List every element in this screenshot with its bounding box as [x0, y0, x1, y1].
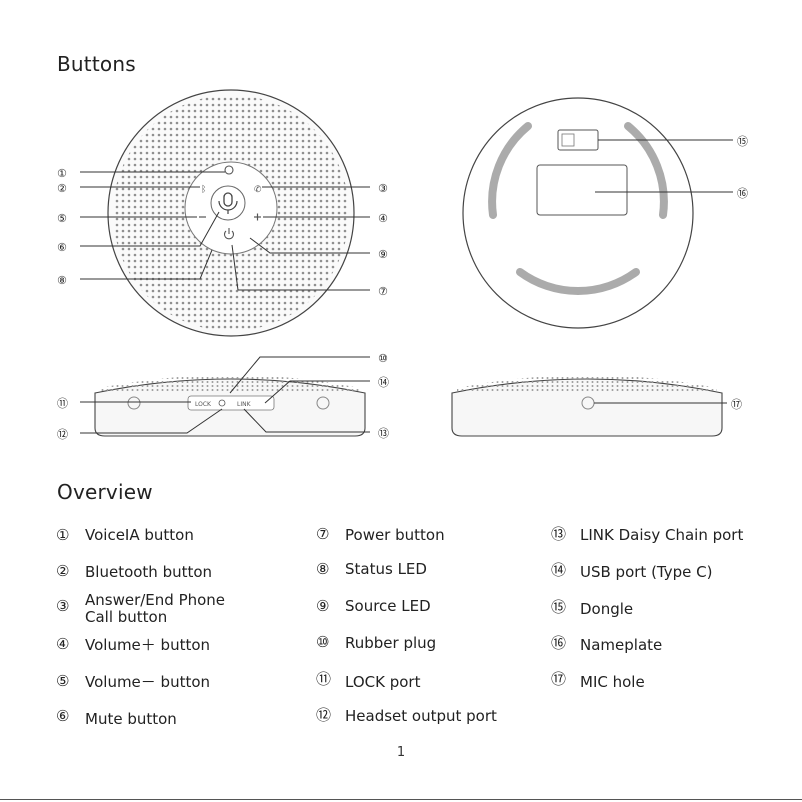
- mute-mic-icon: [218, 192, 238, 214]
- callout-17: ⑰: [731, 398, 742, 411]
- callout-3: ③: [378, 182, 388, 195]
- overview-number: ⑰: [551, 670, 567, 688]
- speaker-side-view-ports: LOCK LINK: [80, 356, 370, 437]
- overview-number: ⑯: [551, 634, 567, 652]
- overview-label: Source LED: [345, 597, 431, 615]
- dongle: [557, 129, 599, 151]
- callout-numbers: ① ② ③ ④ ⑤ ⑥ ⑦ ⑧ ⑨ ⑩ ⑪ ⑫ ⑬ ⑭ ⑮ ⑯ ⑰: [57, 135, 748, 441]
- callout-6: ⑥: [57, 241, 67, 254]
- overview-label: VoiceIA button: [85, 526, 194, 544]
- volume-plus-icon: [254, 213, 261, 221]
- voicela-icon: [224, 165, 234, 175]
- buttons-heading: Buttons: [57, 52, 136, 76]
- overview-number: ⑮: [551, 598, 567, 616]
- callout-11: ⑪: [57, 397, 68, 410]
- link-port-label: LINK: [237, 401, 252, 408]
- overview-label: LOCK port: [345, 673, 421, 691]
- overview-number: ⑬: [551, 525, 567, 543]
- callout-4: ④: [378, 212, 388, 225]
- overview-label: Status LED: [345, 560, 427, 578]
- overview-number: ⑫: [316, 706, 332, 724]
- callout-7: ⑦: [378, 285, 388, 298]
- speaker-bottom-view: [462, 97, 733, 329]
- speaker-side-view-mic: [451, 375, 727, 437]
- overview-number: ⑥: [56, 707, 70, 725]
- overview-label: Mute button: [85, 710, 177, 728]
- overview-number: ②: [56, 562, 70, 580]
- overview-label: Headset output port: [345, 707, 497, 725]
- overview-number: ⑪: [316, 670, 332, 688]
- overview-label: Volume－ button: [85, 673, 211, 691]
- device-diagram: ᛒ ✆: [57, 89, 748, 441]
- callout-9: ⑨: [378, 248, 388, 261]
- callout-8: ⑧: [57, 274, 67, 287]
- lock-port-label: LOCK: [195, 401, 212, 408]
- overview-label: Rubber plug: [345, 634, 437, 652]
- overview-label: Power button: [345, 526, 445, 544]
- callout-2: ②: [57, 182, 67, 195]
- bluetooth-icon: ᛒ: [201, 184, 206, 195]
- callout-12: ⑫: [57, 428, 68, 441]
- overview-label: Volume＋ button: [85, 636, 211, 654]
- overview-number: ⑤: [56, 672, 70, 690]
- overview-label: Bluetooth button: [85, 563, 213, 581]
- overview-heading: Overview: [57, 480, 153, 504]
- overview-number: ⑨: [316, 597, 330, 615]
- overview-number: ⑧: [316, 560, 330, 578]
- overview-label: MIC hole: [580, 673, 645, 691]
- callout-13: ⑬: [378, 427, 389, 440]
- overview-number: ④: [56, 635, 70, 653]
- callout-5: ⑤: [57, 212, 67, 225]
- overview-number: ⑩: [316, 633, 330, 651]
- bottom-divider: [0, 799, 802, 800]
- overview-number: ①: [56, 526, 70, 544]
- callout-10: ⑩: [378, 352, 388, 365]
- overview-label: Nameplate: [580, 636, 663, 654]
- overview-number: ⑦: [316, 525, 330, 543]
- callout-16: ⑯: [737, 187, 748, 200]
- overview-label: USB port (Type C): [580, 563, 713, 581]
- nameplate: [536, 164, 628, 216]
- power-icon: [223, 228, 235, 240]
- overview-number: ⑭: [551, 561, 567, 579]
- callout-1: ①: [57, 167, 67, 180]
- phone-icon: ✆: [254, 185, 262, 195]
- overview-label: Dongle: [580, 600, 634, 618]
- overview-label: Answer/End Phone Call button: [85, 591, 226, 626]
- callout-14: ⑭: [378, 376, 389, 389]
- overview-number: ③: [56, 597, 70, 615]
- page-number: 1: [396, 745, 406, 760]
- overview-label: LINK Daisy Chain port: [580, 526, 744, 544]
- speaker-top-view: ᛒ ✆: [80, 89, 370, 337]
- callout-15: ⑮: [737, 135, 748, 148]
